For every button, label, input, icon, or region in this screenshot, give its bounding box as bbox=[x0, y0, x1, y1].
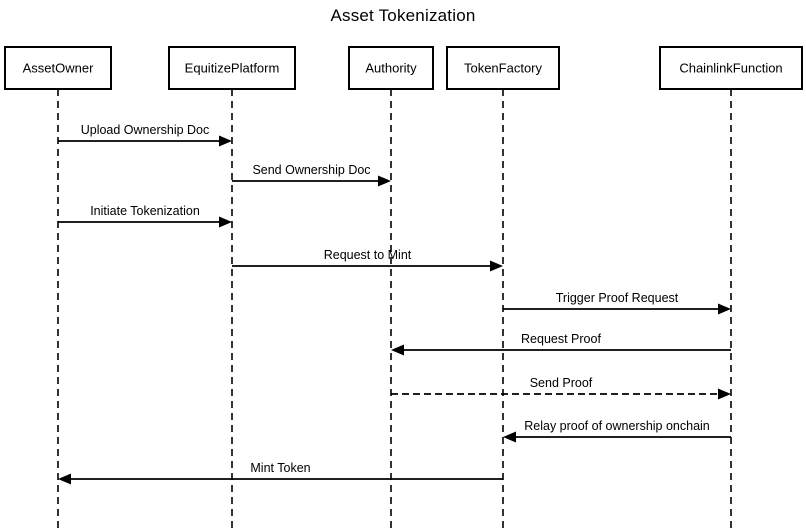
participant-label-EquitizePlatform: EquitizePlatform bbox=[185, 61, 280, 76]
arrowhead-icon bbox=[58, 473, 71, 485]
message-label-1: Send Ownership Doc bbox=[252, 163, 370, 177]
arrowhead-icon bbox=[219, 216, 232, 228]
arrowhead-icon bbox=[718, 303, 731, 315]
participant-box-TokenFactory bbox=[446, 46, 560, 90]
message-label-4: Trigger Proof Request bbox=[556, 291, 679, 305]
arrowhead-icon bbox=[718, 388, 731, 400]
message-label-6: Send Proof bbox=[530, 376, 593, 390]
participant-label-TokenFactory: TokenFactory bbox=[464, 61, 543, 76]
message-label-8: Mint Token bbox=[250, 461, 310, 475]
participant-box-Authority bbox=[348, 46, 434, 90]
arrowhead-icon bbox=[391, 344, 404, 356]
arrowhead-icon bbox=[490, 260, 503, 272]
message-label-3: Request to Mint bbox=[324, 248, 412, 262]
participant-box-ChainlinkFunction bbox=[659, 46, 803, 90]
participant-label-Authority: Authority bbox=[365, 61, 417, 76]
participant-box-EquitizePlatform bbox=[168, 46, 296, 90]
message-label-0: Upload Ownership Doc bbox=[81, 123, 210, 137]
message-label-5: Request Proof bbox=[521, 332, 601, 346]
participant-box-AssetOwner bbox=[4, 46, 112, 90]
arrowhead-icon bbox=[378, 175, 391, 187]
participant-label-AssetOwner: AssetOwner bbox=[23, 61, 94, 76]
participant-label-ChainlinkFunction: ChainlinkFunction bbox=[679, 61, 782, 76]
message-label-2: Initiate Tokenization bbox=[90, 204, 200, 218]
diagram-title: Asset Tokenization bbox=[330, 6, 476, 25]
message-label-7: Relay proof of ownership onchain bbox=[524, 419, 710, 433]
arrowhead-icon bbox=[219, 135, 232, 147]
arrowhead-icon bbox=[503, 431, 516, 443]
